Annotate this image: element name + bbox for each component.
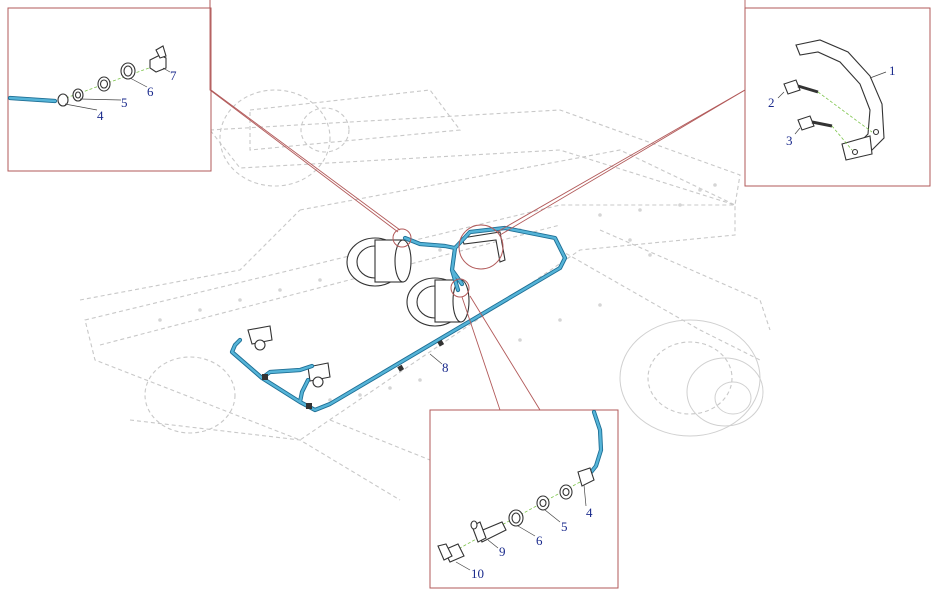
brake-chamber-upper [346, 237, 412, 287]
callout-b-label-9: 9 [499, 544, 506, 559]
callout-tl-label-5: 5 [121, 95, 128, 110]
callout-b-label-4: 4 [586, 505, 593, 520]
callout-b-label-6: 6 [536, 533, 543, 548]
callout-tr-lead-lines [777, 71, 887, 135]
detail-circles [392, 224, 504, 298]
callout-tl-lead-lines [64, 67, 171, 111]
callout-tl-label-4: 4 [97, 108, 104, 123]
callout-b-label-10: 10 [471, 566, 484, 581]
bracket-main [461, 231, 506, 263]
detail-top-right: 1 2 3 [768, 39, 896, 161]
callout-b-lead-lines [455, 484, 587, 571]
callout-tl-label-7: 7 [170, 68, 177, 83]
callout-b-label-5: 5 [561, 519, 568, 534]
hose-assembly [229, 225, 568, 413]
relay-valve-right [307, 362, 331, 388]
relay-valve-left [247, 325, 273, 351]
callout-tr-label-2: 2 [768, 95, 775, 110]
callout-tr-label-3: 3 [786, 133, 793, 148]
callout-main-label-8: 8 [442, 360, 449, 375]
detail-top-left: 4 5 6 7 [7, 45, 177, 123]
callout-tr-label-1: 1 [889, 63, 896, 78]
brake-chamber-lower [406, 277, 470, 327]
callout-frames [7, 0, 931, 589]
callout-main: 8 [429, 353, 449, 375]
detail-bottom: 4 5 6 9 10 [437, 409, 604, 581]
callout-tl-label-6: 6 [147, 84, 154, 99]
